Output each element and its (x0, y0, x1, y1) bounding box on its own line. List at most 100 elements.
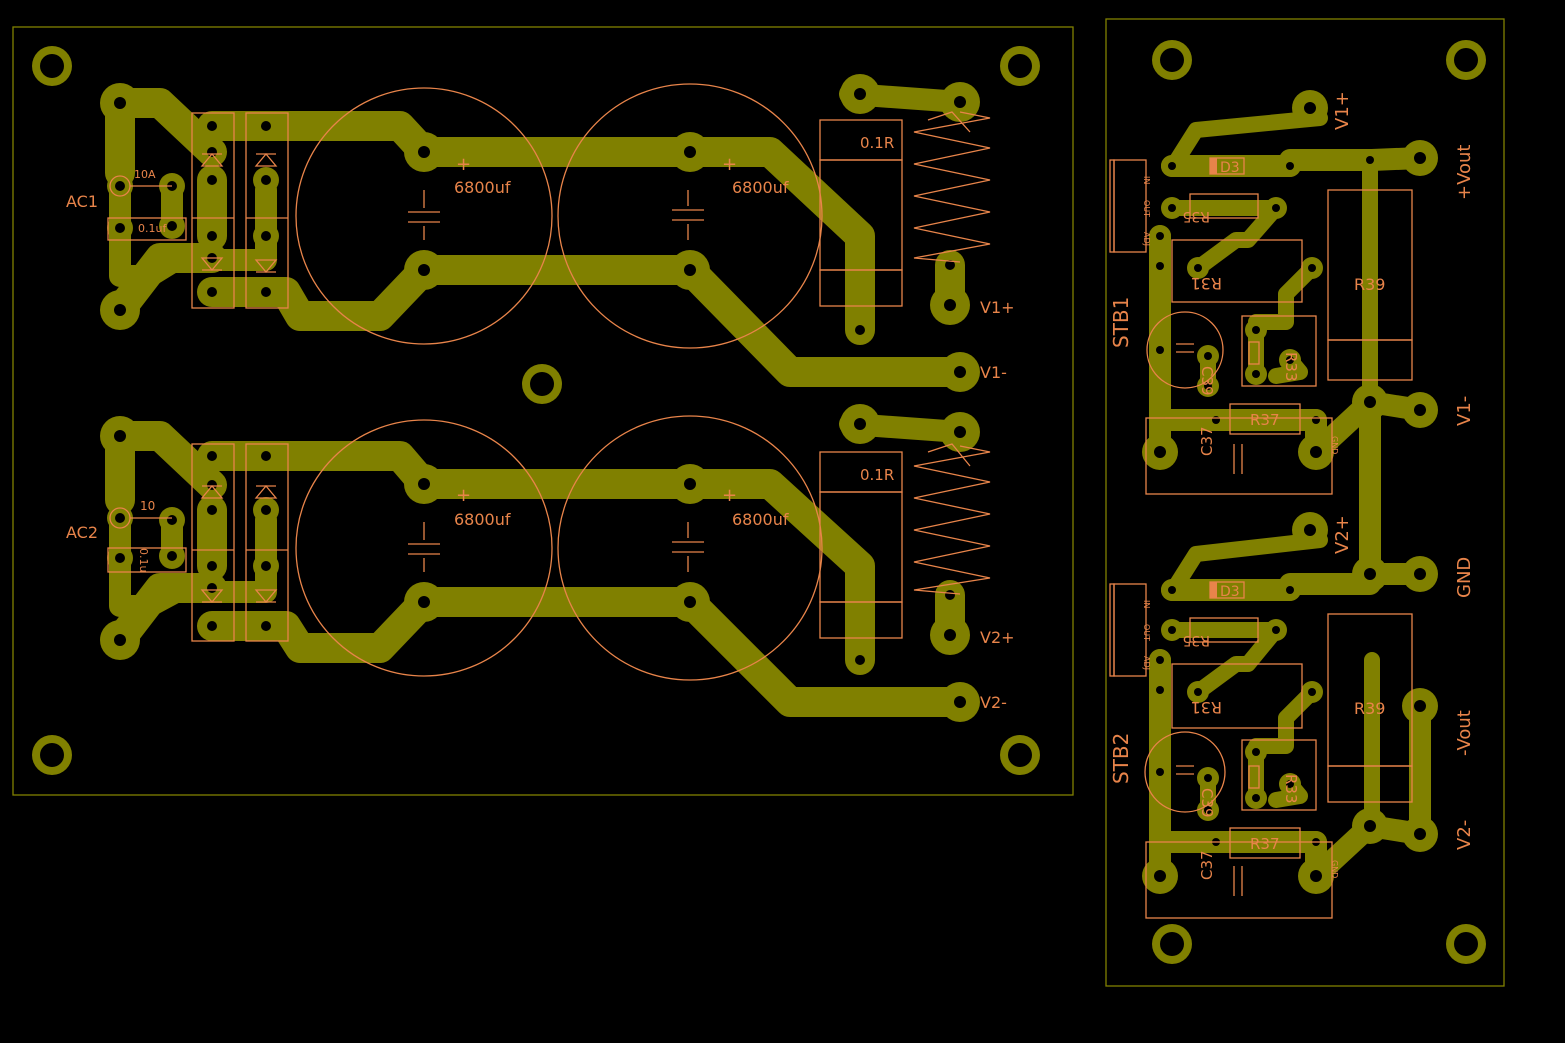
diode-symbol (254, 484, 278, 499)
pad (1161, 579, 1183, 601)
pad (199, 443, 225, 469)
diode-symbol (200, 484, 224, 499)
conn-v1-minus: V1- (1454, 396, 1475, 426)
regulator-mounting-holes (1152, 40, 1486, 964)
r31-label-1: R31 (1191, 274, 1222, 293)
pad (199, 113, 225, 139)
pad (847, 317, 873, 343)
diode-symbol (254, 259, 278, 274)
output-v2-minus: V2- (980, 693, 1007, 712)
pad (159, 507, 185, 533)
pad (1187, 681, 1209, 703)
pad (937, 252, 963, 278)
pad (253, 553, 279, 579)
regulator-pads (1142, 90, 1438, 894)
d3-label-2: D3 (1220, 584, 1240, 600)
conn-v2-plus: V2+ (1332, 515, 1353, 554)
pad (1402, 816, 1438, 852)
cap-plus-3: + (456, 485, 471, 506)
pad (404, 464, 444, 504)
cap-value-3: 6800uf (454, 510, 511, 529)
pad (253, 613, 279, 639)
pad (940, 82, 980, 122)
stb2-label: STB2 (1109, 733, 1133, 784)
pad (1359, 149, 1381, 171)
pad (670, 250, 710, 290)
pad (253, 497, 279, 523)
regulator-labels: STB1 STB2 D3 D3 R35 R35 R31 R31 R39 R39 … (1109, 91, 1475, 880)
pin-adj-1: ADJ (1142, 232, 1151, 246)
rectifier-mounting-holes (32, 46, 1040, 775)
pad (404, 582, 444, 622)
pad (253, 279, 279, 305)
pad (1279, 773, 1301, 795)
pad (253, 167, 279, 193)
output-v2-plus: V2+ (980, 628, 1015, 647)
pad (1279, 155, 1301, 177)
conn-v2-minus: V2- (1454, 820, 1475, 850)
cap-plus-1: + (456, 154, 471, 175)
pad (107, 173, 133, 199)
output-v1-minus: V1- (980, 363, 1007, 382)
pad (107, 545, 133, 571)
r31-label-2: R31 (1191, 698, 1222, 717)
ac2-label: AC2 (66, 523, 98, 542)
conn-minus-vout: -Vout (1454, 710, 1475, 756)
mounting-hole (1152, 924, 1192, 964)
pad (107, 505, 133, 531)
pad (404, 250, 444, 290)
r39-label-1: R39 (1354, 275, 1385, 294)
r37-label-1: R37 (1250, 411, 1280, 429)
stb1-label: STB1 (1109, 297, 1133, 348)
cap-value-1: 6800uf (454, 178, 511, 197)
conn-gnd: GND (1454, 557, 1475, 598)
cap-plus-4: + (722, 485, 737, 506)
pad (1245, 319, 1267, 341)
pin-gnd-1: GND (1330, 436, 1339, 454)
cap-small-1-label: 0.1uf (138, 222, 167, 235)
r37-label-2: R37 (1250, 835, 1280, 853)
pad (1402, 140, 1438, 176)
pad (670, 464, 710, 504)
pad (1149, 649, 1171, 671)
cap-small-2-label: 0.1u (137, 548, 150, 572)
shunt-resistor-1-label: 0.1R (860, 134, 894, 152)
pad (1161, 155, 1183, 177)
c39-label-2: C39 (1198, 788, 1216, 818)
pad (199, 575, 225, 601)
pad (1305, 409, 1327, 431)
rectifier-labels: AC1 AC2 10A 10 0.1uf 0.1u + + + + 6800uf… (66, 134, 1015, 712)
mounting-hole (32, 46, 72, 86)
conn-v1-plus: V1+ (1332, 91, 1353, 130)
pad (1265, 619, 1287, 641)
ac1-label: AC1 (66, 192, 98, 211)
diode-symbol (254, 152, 278, 167)
pad (1245, 787, 1267, 809)
pad (100, 620, 140, 660)
pad (1292, 512, 1328, 548)
pad (1402, 688, 1438, 724)
pad (199, 223, 225, 249)
pad (253, 223, 279, 249)
pad (107, 215, 133, 241)
mounting-hole (1446, 924, 1486, 964)
pad (840, 404, 880, 444)
pad (940, 412, 980, 452)
bridge-diode-symbols (200, 152, 278, 604)
pad (1197, 345, 1219, 367)
diode-symbol (200, 589, 224, 604)
pad (100, 290, 140, 330)
pad (1298, 434, 1334, 470)
pad (1292, 90, 1328, 126)
pad (100, 416, 140, 456)
pad (1149, 339, 1171, 361)
pad (1197, 767, 1219, 789)
pad (1161, 619, 1183, 641)
pad (1279, 579, 1301, 601)
diode-symbol (200, 257, 224, 272)
pad (199, 279, 225, 305)
rectifier-silkscreen (107, 83, 991, 681)
mounting-hole (522, 364, 562, 404)
pad (1298, 858, 1334, 894)
